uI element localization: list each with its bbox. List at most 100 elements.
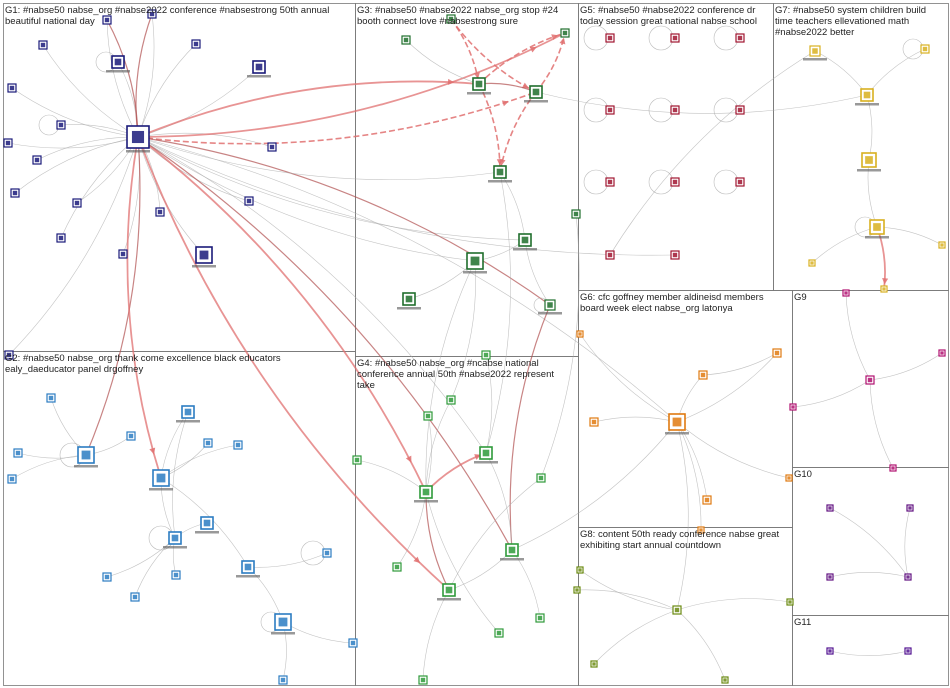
node-g7h[interactable] [880,285,888,293]
node-g4i[interactable] [437,583,461,601]
node-g3i[interactable] [538,299,562,315]
node-g7b[interactable] [920,44,930,54]
node-g2q[interactable] [322,548,332,558]
node-g1f[interactable] [247,60,271,78]
node-g2n[interactable] [102,572,112,582]
node-g2p[interactable] [271,613,295,635]
node-g6e[interactable] [589,417,599,427]
node-g1m[interactable] [72,198,82,208]
node-g5h[interactable] [670,177,680,187]
node-g7f[interactable] [938,241,946,249]
node-g4j[interactable] [481,350,491,360]
node-g4c[interactable] [474,446,498,464]
node-hub1[interactable] [126,125,150,153]
node-g8b[interactable] [576,566,584,574]
node-g1b[interactable] [147,9,157,19]
node-g11a[interactable] [826,647,834,655]
node-g8e[interactable] [590,660,598,668]
node-g5k[interactable] [670,250,680,260]
node-g2b[interactable] [74,446,98,468]
node-g1h[interactable] [56,120,66,130]
node-g2e[interactable] [126,431,136,441]
node-g5f[interactable] [735,105,745,115]
node-g6f[interactable] [702,495,712,505]
node-g8d[interactable] [786,598,794,606]
node-g5j[interactable] [605,250,615,260]
node-g2m[interactable] [236,560,260,578]
node-g2r[interactable] [278,675,288,685]
node-g1g[interactable] [7,83,17,93]
node-g3g[interactable] [513,233,537,251]
node-g6h[interactable] [697,526,705,534]
node-g1l[interactable] [10,188,20,198]
node-g1s[interactable] [4,350,14,360]
node-g3k[interactable] [446,14,456,24]
node-g4d[interactable] [352,455,362,465]
node-g3a[interactable] [467,77,491,95]
node-g8c[interactable] [573,586,581,594]
node-g3e[interactable] [488,165,512,183]
node-g1j[interactable] [32,155,42,165]
node-g10a[interactable] [826,504,834,512]
node-g11b[interactable] [904,647,912,655]
node-g1i[interactable] [3,138,13,148]
node-g4h[interactable] [392,562,402,572]
node-g1d[interactable] [106,55,130,73]
node-g2l[interactable] [171,570,181,580]
node-g3b[interactable] [524,85,548,103]
node-g2c[interactable] [13,448,23,458]
node-g5c[interactable] [735,33,745,43]
node-g1c[interactable] [38,40,48,50]
node-g7e[interactable] [865,219,889,239]
node-g3f[interactable] [463,252,487,274]
node-g4k[interactable] [494,628,504,638]
node-g8f[interactable] [721,676,729,684]
node-g5e[interactable] [670,105,680,115]
node-g2d[interactable] [7,474,17,484]
node-g6a[interactable] [665,413,689,435]
node-g3c[interactable] [560,28,570,38]
node-g6g[interactable] [785,474,793,482]
node-g4m[interactable] [535,613,545,623]
node-g1e[interactable] [191,39,201,49]
node-g5d[interactable] [605,105,615,115]
node-g2k[interactable] [195,516,219,534]
node-g8a[interactable] [672,605,682,615]
node-g4l[interactable] [418,675,428,685]
node-g2j[interactable] [163,531,187,549]
node-g7g[interactable] [808,259,816,267]
node-g2s[interactable] [348,638,358,648]
node-g6b[interactable] [576,330,584,338]
node-g6c[interactable] [772,348,782,358]
node-g9e[interactable] [889,464,897,472]
node-g2o[interactable] [130,592,140,602]
node-g5g[interactable] [605,177,615,187]
node-g2h[interactable] [233,440,243,450]
node-g2g[interactable] [203,438,213,448]
node-g6d[interactable] [698,370,708,380]
node-g9b[interactable] [842,289,850,297]
node-g9c[interactable] [938,349,946,357]
node-g3h[interactable] [397,292,421,310]
node-g10c[interactable] [826,573,834,581]
node-g4g[interactable] [500,543,524,561]
node-g10d[interactable] [904,573,912,581]
node-g1p[interactable] [56,233,66,243]
node-g4a[interactable] [446,395,456,405]
node-g10b[interactable] [906,504,914,512]
node-g2a[interactable] [46,393,56,403]
node-g5b[interactable] [670,33,680,43]
node-g1o[interactable] [155,207,165,217]
node-g4b[interactable] [423,411,433,421]
node-g7c[interactable] [855,88,879,106]
node-g9a[interactable] [865,375,875,385]
node-g5i[interactable] [735,177,745,187]
node-g1a[interactable] [102,15,112,25]
node-g1n[interactable] [244,196,254,206]
node-g3j[interactable] [571,209,581,219]
node-g5a[interactable] [605,33,615,43]
node-g1r[interactable] [192,246,216,268]
node-g7d[interactable] [857,152,881,172]
node-g1q[interactable] [118,249,128,259]
node-g2f[interactable] [176,405,200,423]
